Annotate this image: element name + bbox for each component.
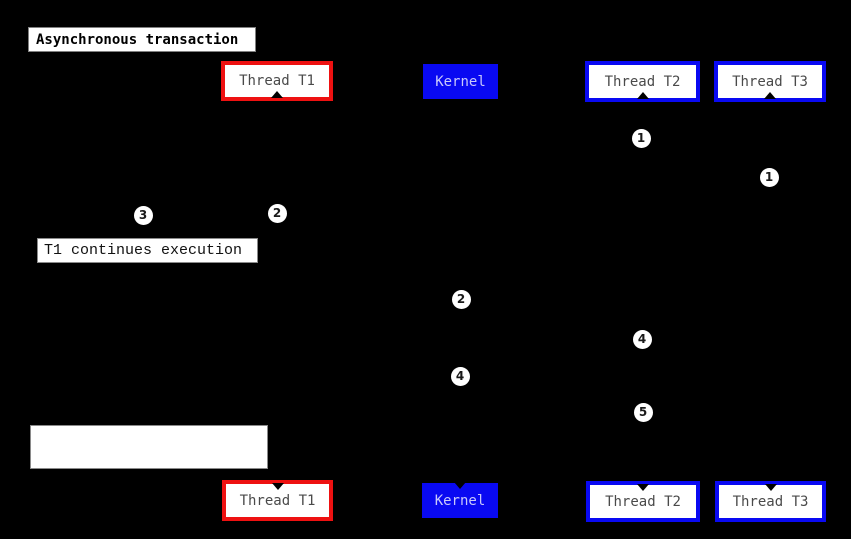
participant-label: Kernel (435, 73, 486, 90)
note-label: T1 continues execution (44, 242, 243, 259)
participant-label: Thread T2 (604, 73, 681, 90)
lifeline-arrowhead-icon (637, 484, 649, 491)
participant-label: Kernel (434, 492, 486, 509)
step-marker-2: 2 (267, 203, 287, 223)
lifeline-arrowhead-icon (764, 92, 776, 99)
participant-thread-t1-top: Thread T1 (221, 61, 333, 101)
participant-label: Thread T3 (732, 493, 809, 510)
step-marker-1: 1 (759, 167, 779, 187)
note-t1-continues-execution: T1 continues execution (37, 238, 258, 263)
step-marker-5: 5 (633, 402, 653, 422)
step-marker-2: 2 (451, 289, 471, 309)
lifeline-arrowhead-icon (271, 91, 283, 98)
participant-thread-t3-top: Thread T3 (714, 61, 826, 102)
lifeline-arrowhead-icon (454, 482, 466, 489)
lifeline-arrowhead-icon (271, 483, 284, 490)
step-marker-3: 3 (133, 205, 153, 225)
participant-label: Thread T1 (239, 492, 316, 509)
participant-label: Thread T1 (239, 73, 315, 89)
diagram-title: Asynchronous transaction (28, 27, 256, 52)
participant-kernel-top: Kernel (423, 64, 498, 99)
participant-thread-t2-top: Thread T2 (585, 61, 700, 102)
note-blank-note (30, 425, 268, 469)
diagram-title-label: Asynchronous transaction (36, 31, 239, 48)
participant-thread-t1-bottom: Thread T1 (222, 480, 333, 521)
participant-label: Thread T3 (732, 73, 808, 90)
step-marker-1: 1 (631, 128, 651, 148)
participant-kernel-bottom: Kernel (422, 482, 498, 518)
participant-thread-t3-bottom: Thread T3 (715, 481, 826, 522)
participant-label: Thread T2 (605, 493, 681, 510)
step-marker-4: 4 (450, 366, 470, 386)
lifeline-arrowhead-icon (764, 484, 777, 491)
participant-thread-t2-bottom: Thread T2 (586, 481, 700, 522)
lifeline-arrowhead-icon (636, 92, 649, 99)
step-marker-4: 4 (632, 329, 652, 349)
